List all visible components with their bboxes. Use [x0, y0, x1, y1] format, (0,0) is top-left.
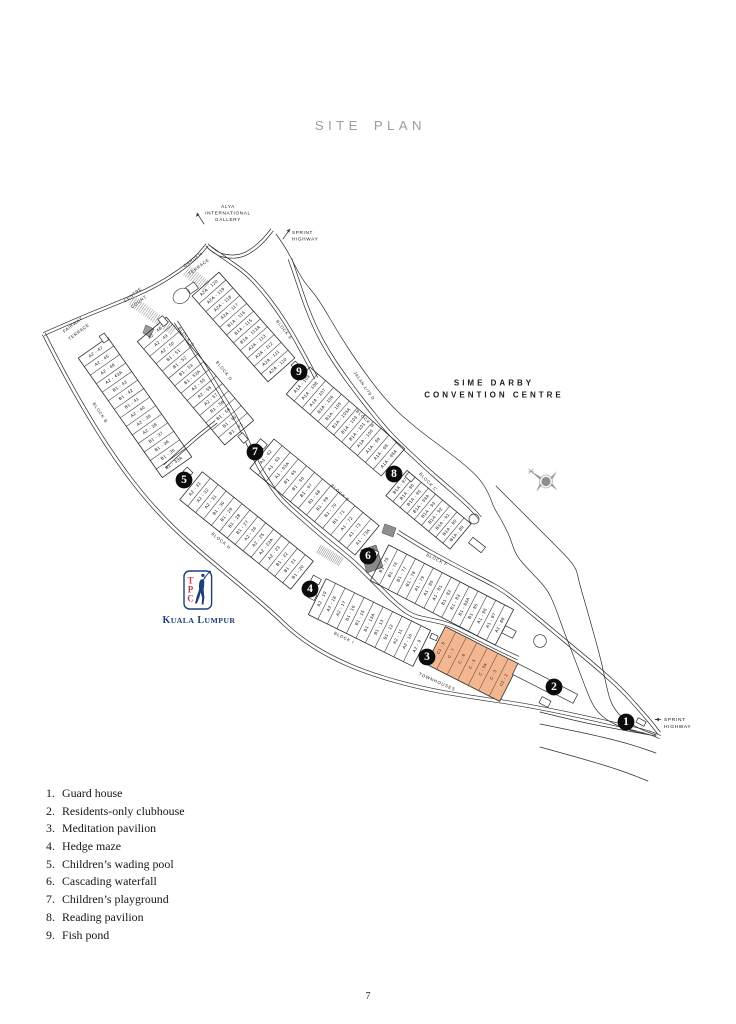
svg-text:A2 - 9: A2 - 9	[411, 638, 422, 653]
svg-text:B1 - 15: B1 - 15	[354, 609, 366, 626]
svg-text:B1 - 77: B1 - 77	[395, 565, 407, 582]
svg-text:5: 5	[181, 474, 187, 486]
svg-text:B1 - 12: B1 - 12	[382, 623, 394, 640]
svg-text:SIME DARBY: SIME DARBY	[454, 379, 534, 388]
svg-text:BLOCK B: BLOCK B	[92, 402, 109, 424]
svg-text:HIGHWAY: HIGHWAY	[292, 237, 318, 242]
svg-text:C2 - 2: C2 - 2	[498, 672, 509, 686]
svg-text:C - 3A: C - 3A	[477, 662, 488, 677]
svg-text:C1 - 8: C1 - 8	[435, 640, 446, 654]
svg-text:T: T	[187, 576, 193, 586]
svg-text:SPRINT: SPRINT	[292, 230, 313, 235]
svg-text:8: 8	[391, 468, 397, 480]
svg-text:C - 3: C - 3	[488, 668, 497, 680]
svg-text:HIGHWAY: HIGHWAY	[664, 724, 691, 730]
svg-text:B1 - 13: B1 - 13	[373, 618, 385, 635]
svg-text:C - 6: C - 6	[457, 652, 466, 664]
svg-text:JALAN 1/70 D: JALAN 1/70 D	[353, 371, 376, 402]
svg-text:SPRINT: SPRINT	[664, 717, 686, 723]
svg-text:A2 - 19: A2 - 19	[316, 590, 328, 607]
svg-text:9: 9	[296, 366, 302, 378]
svg-text:1: 1	[623, 716, 629, 728]
svg-text:C - 7: C - 7	[446, 647, 455, 659]
svg-text:BLOCK F: BLOCK F	[426, 552, 449, 567]
svg-text:BLOCK A: BLOCK A	[275, 319, 293, 341]
svg-text:GALLERY: GALLERY	[215, 217, 241, 222]
svg-text:A2 - 10: A2 - 10	[401, 632, 413, 649]
svg-text:B1 - 85: B1 - 85	[467, 602, 479, 619]
svg-text:A1 - 81: A1 - 81	[431, 584, 443, 601]
svg-text:B1 - 20: B1 - 20	[291, 564, 305, 580]
svg-text:P: P	[188, 585, 194, 595]
svg-text:4: 4	[307, 583, 313, 595]
svg-text:INTERNATIONAL: INTERNATIONAL	[205, 211, 251, 216]
svg-text:A2 - 18: A2 - 18	[325, 595, 337, 612]
svg-text:ALYA: ALYA	[221, 204, 235, 209]
svg-text:6: 6	[365, 550, 371, 562]
svg-text:B1 - 16: B1 - 16	[344, 604, 356, 621]
svg-text:2: 2	[551, 681, 557, 693]
svg-text:3: 3	[424, 651, 430, 663]
svg-text:BLOCK H: BLOCK H	[210, 531, 232, 550]
svg-text:7: 7	[252, 446, 258, 458]
svg-text:CONVENTION CENTRE: CONVENTION CENTRE	[424, 391, 563, 400]
svg-text:A2 - 17: A2 - 17	[335, 599, 347, 616]
svg-text:C - 5: C - 5	[467, 658, 476, 670]
svg-text:A2 - 11: A2 - 11	[392, 628, 404, 645]
svg-text:BLOCK D: BLOCK D	[177, 326, 196, 348]
svg-text:C: C	[187, 594, 194, 604]
svg-text:B1 - 78: B1 - 78	[404, 570, 416, 587]
